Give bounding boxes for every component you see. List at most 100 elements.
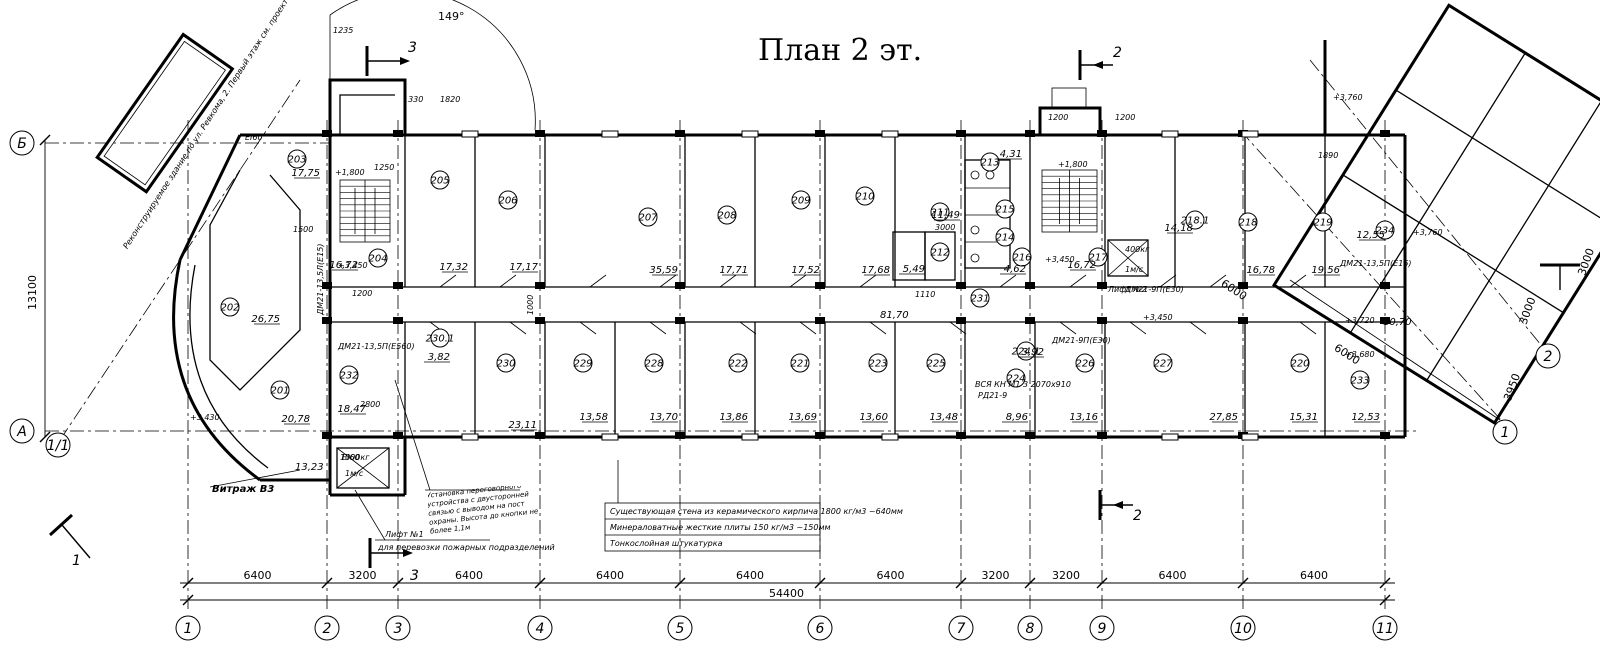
- left-wing: 149° Витраж В3 13,23 +3,430: [95, 0, 536, 495]
- room-205-number: 205: [430, 176, 449, 187]
- dm3-label-b: ДМ21-9П(Е30): [1051, 336, 1111, 345]
- lift1-label: Лифт №1: [384, 530, 424, 539]
- dim-tick-1: [321, 577, 333, 589]
- door-bottom-7: [949, 321, 967, 335]
- room-224-number: 224: [1006, 374, 1025, 385]
- svg-text:8: 8: [1026, 621, 1035, 637]
- column-2-3: [322, 432, 332, 439]
- column-7-0: [956, 130, 966, 137]
- door-bottom-5: [799, 321, 817, 335]
- axis-bubble-r2: 2: [1535, 343, 1561, 369]
- room-218-area: 16,78: [1246, 265, 1275, 276]
- column-11-1: [1380, 282, 1390, 289]
- legend-row-2: Минераловатные жесткие плиты 150 кг/м3 ~…: [610, 523, 831, 532]
- axis-bubble-2: 2: [314, 615, 340, 641]
- legend-row-3: Тонкослойная штукатурка: [610, 539, 723, 548]
- column-5-2: [675, 317, 685, 324]
- axis-bubble-r1: 1: [1492, 419, 1518, 445]
- level-mark-7: +3,760: [1413, 228, 1443, 237]
- legend-row-1: Существующая стена из керамического кирп…: [610, 507, 903, 516]
- window-bottom-0: [461, 433, 479, 441]
- door-top-5: [789, 274, 807, 288]
- room-232-bubble: [339, 365, 359, 385]
- room-221-area: 13,69: [788, 412, 817, 423]
- column-9-3: [1097, 432, 1107, 439]
- bay-dim-10: 6400: [1300, 569, 1328, 582]
- door-bottom-1: [509, 321, 527, 335]
- room-224-1-bubble: [1016, 341, 1036, 361]
- axis-line-1-1: [59, 79, 301, 441]
- room-210-area: 17,68: [861, 265, 890, 276]
- room-233-number: 233: [1350, 376, 1369, 387]
- axis-bubble-11: 11: [1372, 615, 1398, 641]
- angle-label: 149°: [438, 10, 465, 23]
- level-mark-6: +3,760: [1333, 93, 1363, 102]
- room-225-area: 13,48: [929, 412, 958, 423]
- axis-bubble-a: А: [9, 418, 35, 444]
- svg-text:2: 2: [323, 621, 332, 637]
- column-2-1: [322, 282, 332, 289]
- room-214-bubble: [995, 227, 1015, 247]
- svg-text:1: 1: [1501, 425, 1510, 441]
- lower-partitions: [404, 322, 1326, 437]
- axis-line-r2: [1309, 59, 1546, 351]
- room-233-bubble: [1350, 370, 1370, 390]
- room-232-number: 232: [339, 371, 358, 382]
- svg-text:1: 1: [184, 621, 193, 637]
- room-203-number: 203: [287, 155, 306, 166]
- bay-dim-8: 3200: [1052, 569, 1080, 582]
- lift1-desc: для перевозки пожарных подразделений: [377, 543, 555, 552]
- room-224-1-area: 3,92: [1022, 347, 1044, 358]
- column-6-2: [815, 317, 825, 324]
- room-216-area: 4,62: [1004, 264, 1026, 275]
- door-top-6: [859, 274, 877, 288]
- device-note: Установка переговорного устройства с дву…: [394, 379, 538, 536]
- lift-2: 400кг 1м/с Лифт №2: [1107, 239, 1150, 294]
- room-234-area: 12,55: [1356, 230, 1385, 241]
- corridor-area: 81,70: [880, 310, 909, 321]
- door-top-3: [659, 274, 677, 288]
- top-dim-5: 1200: [1115, 113, 1135, 122]
- column-5-1: [675, 282, 685, 289]
- column-10-1: [1238, 282, 1248, 289]
- dim-1500: 1500: [293, 225, 313, 234]
- side-dimension: 13100: [26, 134, 51, 443]
- stairs: [339, 169, 1098, 243]
- bay-dim-4: 6400: [596, 569, 624, 582]
- window-bottom-1: [601, 433, 619, 441]
- room-234-bubble: [1375, 220, 1395, 240]
- column-9-1: [1097, 282, 1107, 289]
- room-222-area: 13,86: [719, 412, 748, 423]
- door-top-11: [1289, 274, 1307, 288]
- room-222-bubble: [728, 353, 748, 373]
- room-226-number: 226: [1075, 359, 1094, 370]
- top-dim-4: 1200: [1048, 113, 1068, 122]
- room-234-number: 234: [1375, 226, 1394, 237]
- room-229-bubble: [573, 353, 593, 373]
- room-217-number: 217: [1088, 253, 1108, 264]
- room-230-number: 230: [496, 359, 515, 370]
- plan-title: План 2 эт.: [758, 33, 922, 68]
- room-217-bubble: [1088, 247, 1108, 267]
- svg-text:4: 4: [536, 621, 545, 637]
- room-212-number: 212: [930, 248, 949, 259]
- room-201-bubble: [270, 380, 290, 400]
- room-232-area: 18,47: [337, 404, 366, 415]
- room-224-bubble: [1006, 368, 1026, 388]
- room-230-1-number: 230.1: [426, 334, 455, 345]
- dm3-label: ДМ21-9П(Е30): [1124, 285, 1184, 294]
- lift2-label: Лифт №2: [1107, 285, 1147, 294]
- dim-tick-total-start: [182, 594, 194, 606]
- room-227-number: 227: [1153, 359, 1173, 370]
- room-227-area: 27,85: [1209, 412, 1238, 423]
- door-bottom-6: [869, 321, 887, 335]
- lift2-load: 400кг: [1125, 245, 1150, 254]
- column-6-3: [815, 432, 825, 439]
